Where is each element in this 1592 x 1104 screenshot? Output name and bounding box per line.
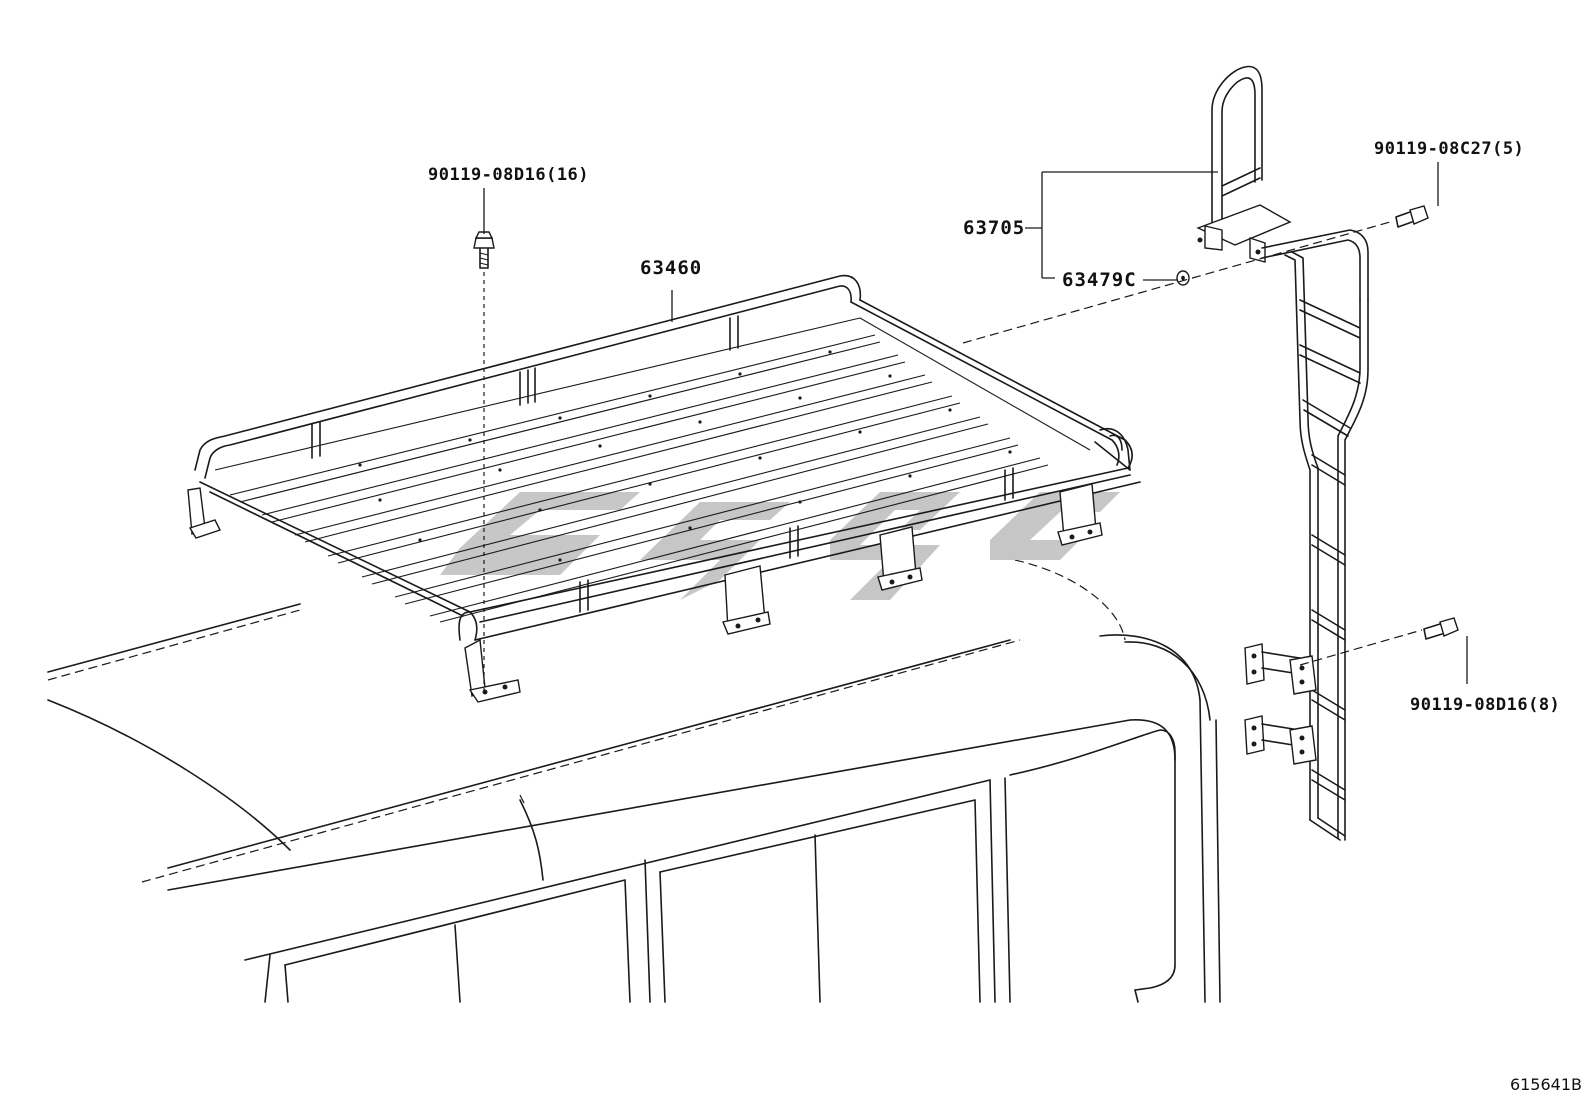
vehicle-body [47,559,1221,1003]
callout-washer: 63479C [1062,269,1137,291]
rack-deck-holes [358,350,1012,562]
callout-bolt-left: 90119-08D16(16) [428,165,589,185]
callout-bolt-top-right: 90119-08C27(5) [1374,139,1524,159]
assembly-line-bottom-right [1299,629,1423,666]
callout-rack: 63460 [640,257,702,279]
callout-ladder: 63705 [963,217,1025,239]
bolt-icon-bottom-right [1423,617,1459,640]
rear-ladder [1196,65,1369,841]
bolt-icon-left [473,231,495,269]
bolt-icon-top-right [1395,205,1429,228]
watermark-logo [440,492,1120,600]
ladder-mount-arms [1244,643,1317,765]
assembly-line-top-right [962,221,1391,344]
rack-deck-slats [214,317,1091,623]
diagram-code: 615641B [1510,1075,1582,1094]
washer-icon [1176,270,1190,286]
ladder-rungs [1299,299,1361,801]
leader-ladder [1025,171,1218,279]
rack-mount-brackets [187,483,1103,703]
callout-bolt-bottom-right: 90119-08D16(8) [1410,695,1560,715]
roof-rack [187,274,1141,703]
